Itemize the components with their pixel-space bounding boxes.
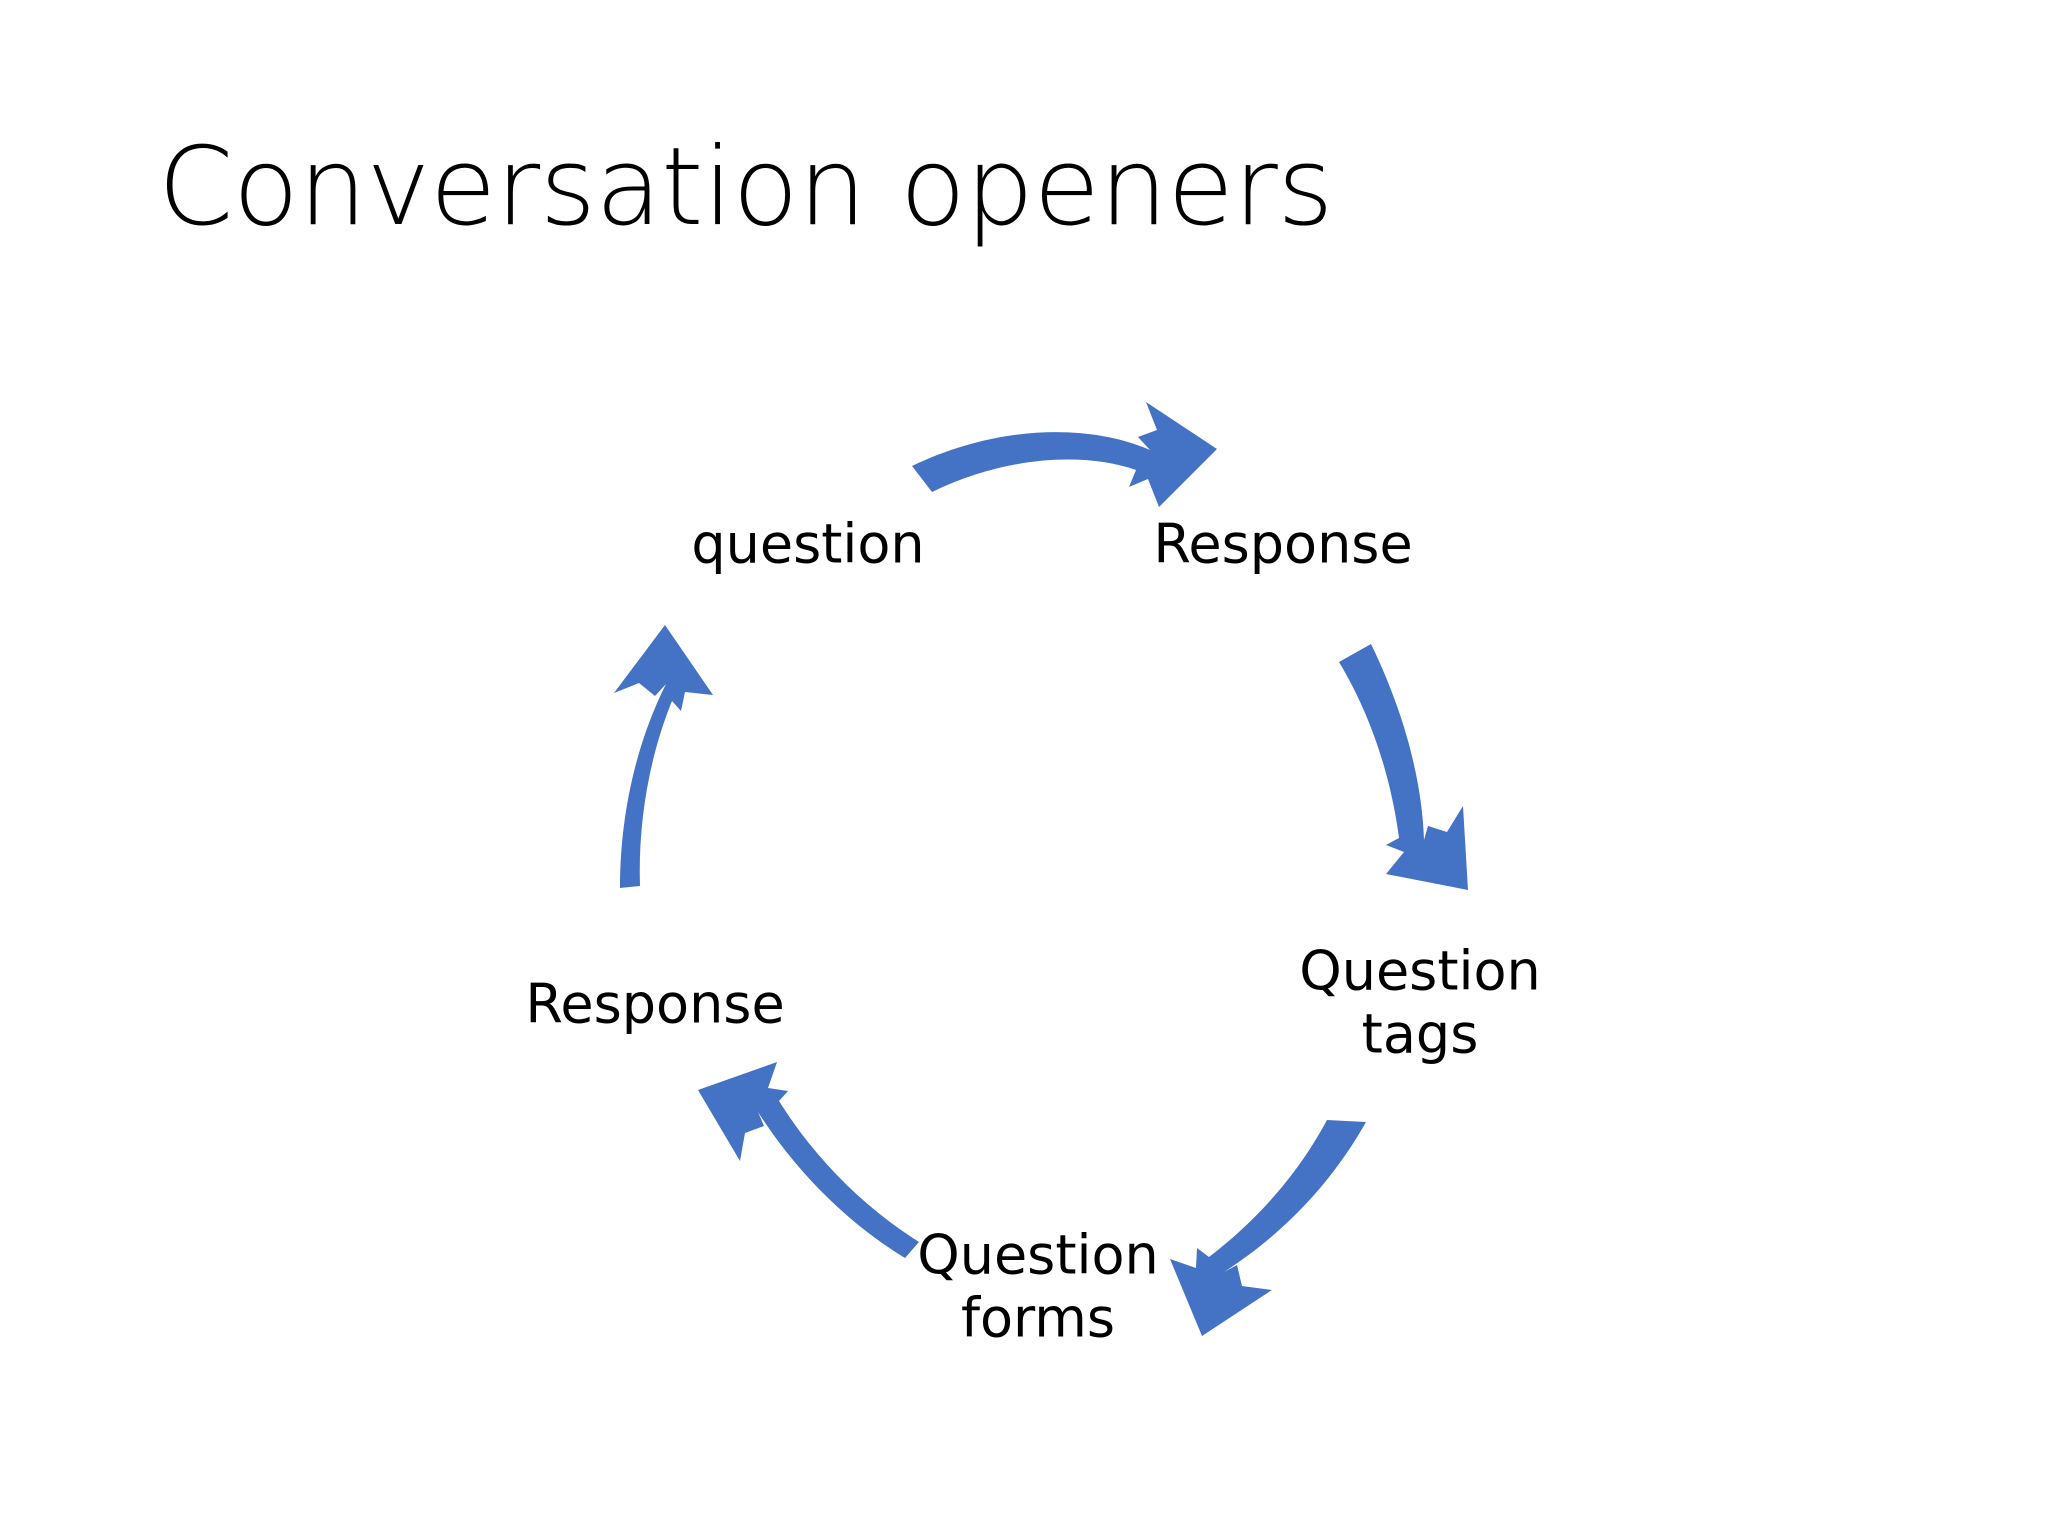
top-curved-arrow-right-icon	[912, 402, 1217, 507]
right-curved-arrow-down-icon	[1339, 644, 1468, 890]
cycle-node-label-question: question	[691, 512, 925, 576]
bottom-right-curved-arrow-down-left-icon	[1170, 1120, 1366, 1336]
cycle-node-label-response-top: Response	[1153, 512, 1413, 576]
cycle-node-label-question-forms: Question forms	[917, 1223, 1159, 1349]
bottom-left-curved-arrow-up-left-icon	[698, 1062, 919, 1258]
left-curved-arrow-up-icon	[614, 625, 713, 888]
cycle-node-label-response-left: Response	[525, 972, 785, 1036]
page-title: Conversation openers	[158, 125, 1334, 250]
cycle-node-label-question-tags: Question tags	[1299, 939, 1541, 1065]
